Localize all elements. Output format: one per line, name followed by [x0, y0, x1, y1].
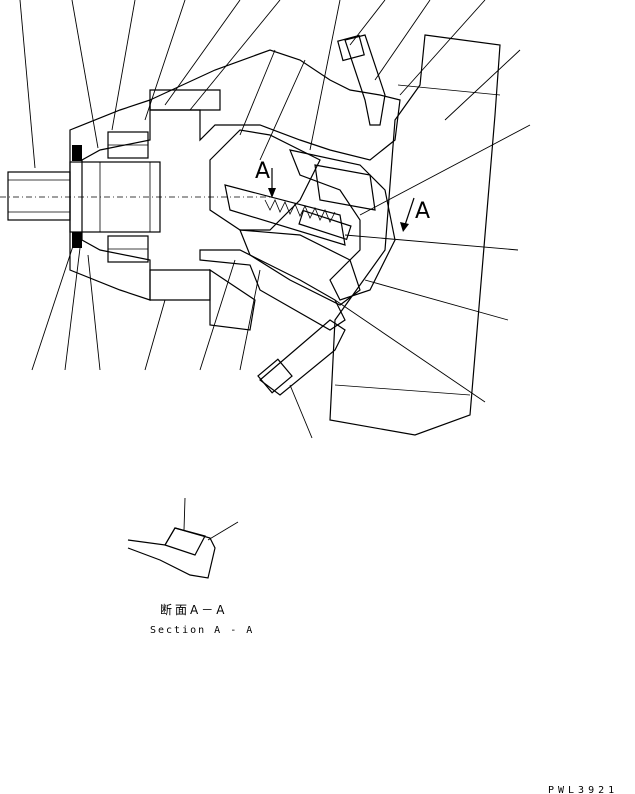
- section-caption-japanese: 断面A－A: [160, 602, 227, 617]
- section-caption-english: Section A - A: [150, 625, 254, 636]
- oil-seal: [72, 145, 82, 248]
- port-block: [289, 149, 396, 301]
- bearing-lower: [107, 235, 149, 263]
- bottom-fitting: [257, 319, 346, 396]
- gear-housing: [329, 34, 501, 436]
- cylinder-block: [209, 129, 361, 306]
- section-marker-a-left-label: A: [255, 159, 270, 184]
- section-a-a-detail: [127, 497, 239, 579]
- front-housing: [69, 89, 221, 301]
- drawing-code: PWL3921: [548, 785, 618, 794]
- bearing-upper: [107, 131, 149, 159]
- section-marker-a-right: A: [400, 197, 430, 232]
- leader-lines-right: [334, 234, 519, 403]
- leader-lines-top: [19, 0, 531, 216]
- leader-lines-bottom: [31, 239, 313, 439]
- section-marker-a-right-label: A: [415, 199, 430, 224]
- section-marker-a-left: A: [255, 159, 276, 198]
- top-fitting: [337, 34, 386, 126]
- piston-spring-assembly: [224, 184, 352, 246]
